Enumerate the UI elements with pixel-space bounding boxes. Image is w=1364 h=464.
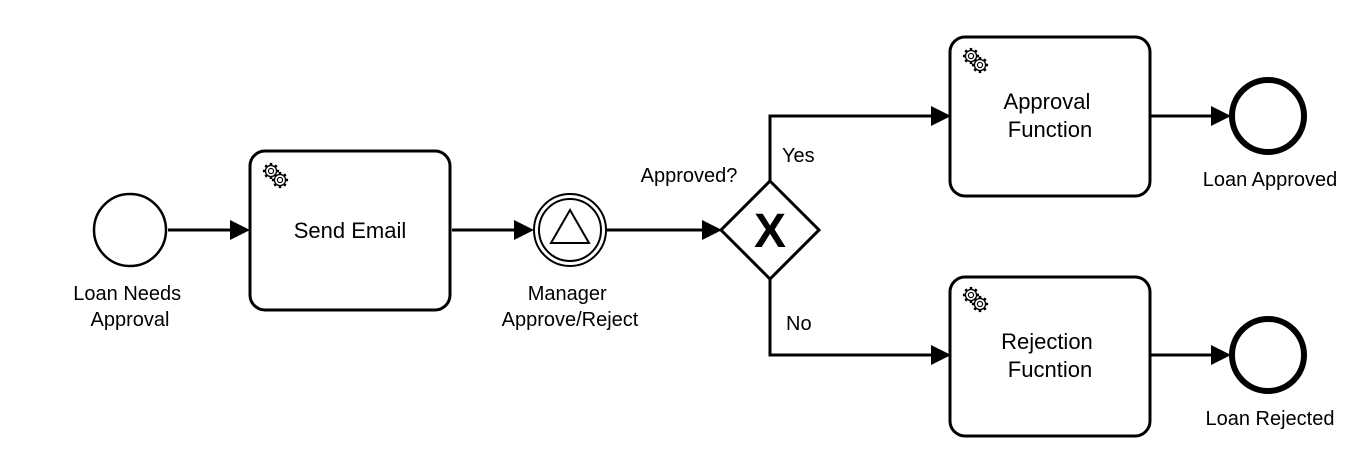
flow-rejection-to-end[interactable] [1150,345,1231,365]
flow-yes[interactable] [768,106,951,181]
gateway-label: Approved? [641,165,738,187]
flow-send-email-to-manager[interactable] [452,220,534,240]
triangle-signal-icon [549,207,591,244]
flow-no[interactable] [768,279,951,365]
start-event[interactable] [92,192,168,268]
end-event-approved[interactable] [1229,77,1307,155]
approval-function-task[interactable]: Approval Function [948,35,1152,198]
flow-yes-label: Yes [782,145,815,167]
flow-manager-to-gateway[interactable] [605,220,722,240]
gateway-x-marker: X [754,205,786,258]
sequence-flows [168,106,1231,365]
manager-approve-reject-event[interactable] [533,193,607,267]
send-email-task[interactable]: Send Email [248,149,452,312]
manager-event-label: Manager Approve/Reject [502,283,639,331]
flow-start-to-send-email[interactable] [168,220,250,240]
flow-no-label: No [786,313,812,335]
end-event-approved-label: Loan Approved [1203,169,1338,191]
flow-approval-to-end[interactable] [1150,106,1231,126]
exclusive-gateway[interactable]: X [718,178,822,282]
send-email-label: Send Email [294,218,407,243]
approval-function-label: Approval Function [1004,89,1097,142]
rejection-function-label: Rejection Fucntion [1001,329,1099,382]
end-event-rejected-label: Loan Rejected [1206,408,1335,430]
end-event-rejected[interactable] [1229,316,1307,394]
rejection-function-task[interactable]: Rejection Fucntion [948,275,1152,438]
start-event-label: Loan Needs Approval [73,283,186,331]
